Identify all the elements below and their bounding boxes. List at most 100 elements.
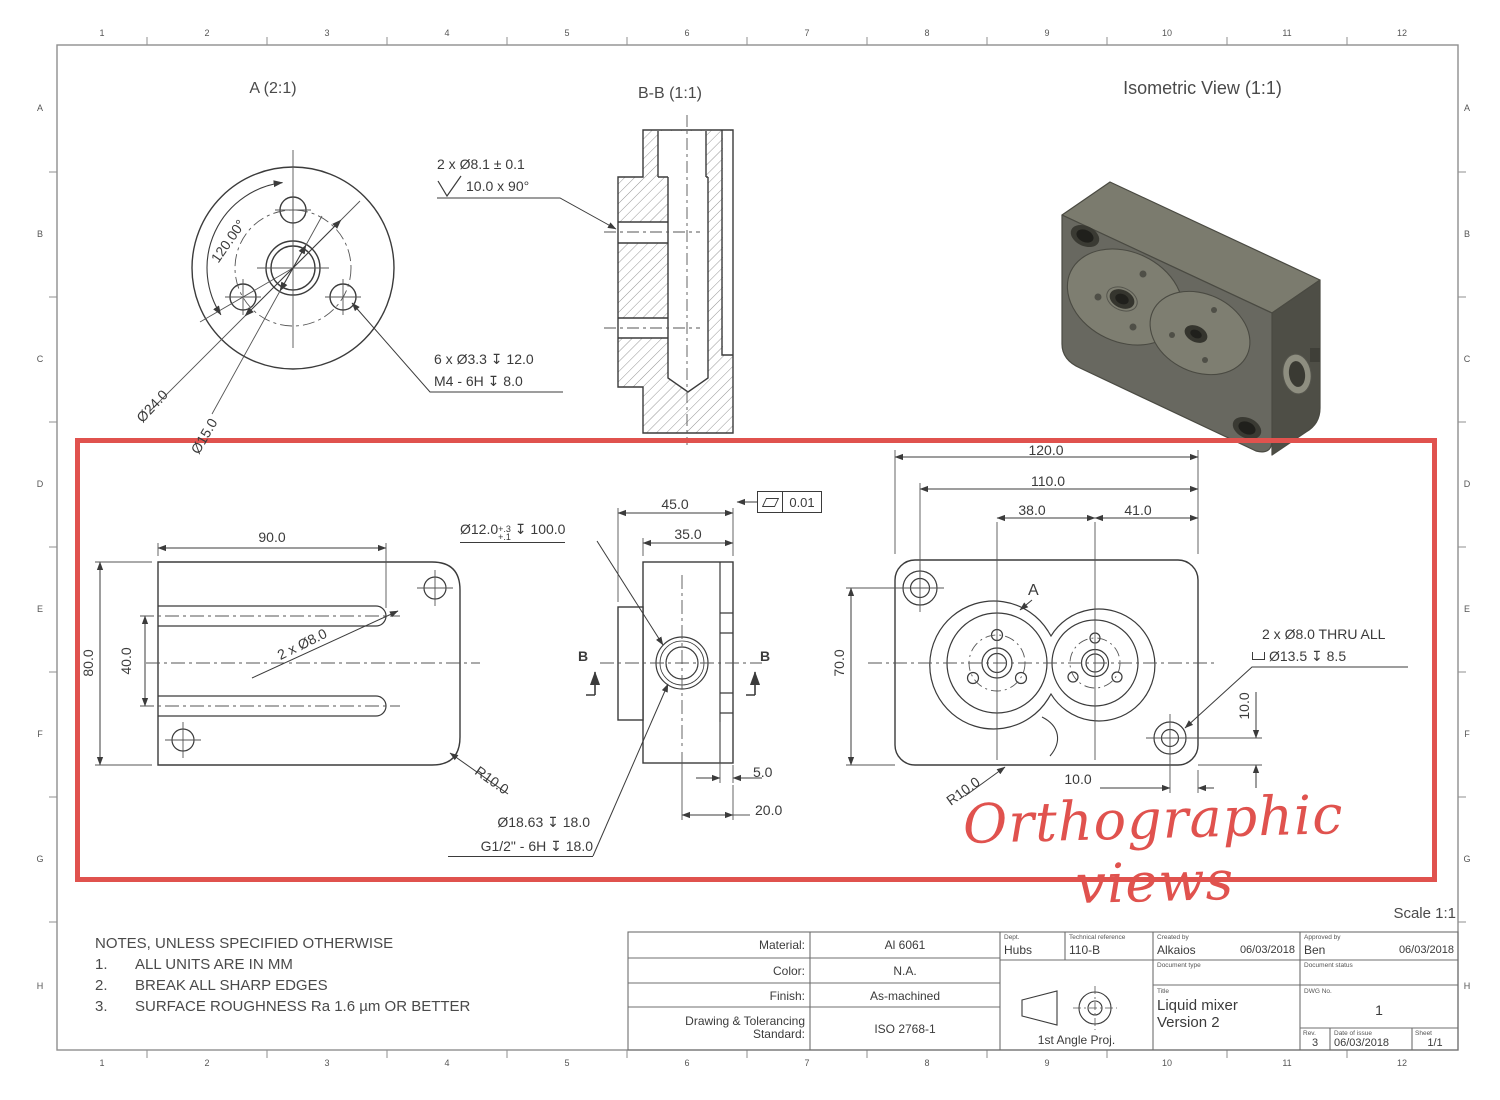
techref-label: Technical reference [1069,934,1126,941]
callout-tap-line1: 6 x Ø3.3 ↧ 12.0 [434,351,534,367]
grid-row-right: H [1463,981,1471,991]
standard-value: ISO 2768-1 [874,1022,936,1036]
grid-row-left: D [36,479,44,489]
grid-col-top: 8 [924,28,930,38]
dim-10-vert: 10.0 [1236,692,1252,720]
section-mark-b-right: B [760,648,771,664]
dim-80: 80.0 [80,649,96,677]
grid-col-bottom: 11 [1282,1058,1292,1068]
grid-col-top: 9 [1044,28,1050,38]
callout-port-line1: Ø18.63 ↧ 18.0 [497,814,590,830]
created-date: 06/03/2018 [1239,944,1295,956]
grid-col-top: 4 [444,28,450,38]
dept-value: Hubs [1004,943,1033,957]
dim-38: 38.0 [1018,502,1046,518]
detail-mark-a: A [1028,582,1039,599]
grid-row-left: A [36,103,44,113]
flatness-icon [757,491,782,513]
issue-date-label: Date of issue [1334,1030,1372,1037]
rev-value: 3 [1311,1037,1319,1049]
callout-port-line2: G1/2" - 6H ↧ 18.0 [448,838,593,857]
projection-label: 1st Angle Proj. [1037,1033,1116,1047]
grid-row-right: E [1463,604,1471,614]
section-bb-title: B-B (1:1) [637,85,702,102]
drawing-title-line1: Liquid mixer [1157,997,1238,1014]
grid-col-top: 2 [204,28,210,38]
created-by-label: Created by [1157,934,1189,941]
grid-row-right: G [1463,854,1471,864]
dim-10-horiz: 10.0 [1064,771,1092,787]
flatness-frame: 0.01 [757,491,822,513]
issue-date-value: 06/03/2018 [1334,1037,1390,1049]
scale-label: Scale 1:1 [1393,905,1456,922]
first-angle-projection-icon [1021,986,1117,1030]
drawing-title-line2: Version 2 [1157,1014,1220,1031]
grid-row-right: C [1463,354,1471,364]
dim-20: 20.0 [755,802,783,818]
approved-by-value: Ben [1304,943,1326,957]
ortho-side-geometry [586,498,762,857]
grid-row-left: B [36,229,44,239]
title-label: Title [1157,988,1170,995]
grid-col-bottom: 8 [924,1058,930,1068]
callout-cbore: Ø13.5 ↧ 8.5 [1252,648,1346,665]
dim-35: 35.0 [674,526,702,542]
techref-value: 110-B [1069,943,1101,957]
grid-row-right: D [1463,479,1471,489]
callout-csk-line2: 10.0 x 90° [466,178,530,194]
dim-90: 90.0 [258,529,286,545]
grid-row-right: B [1463,229,1471,239]
color-label: Color: [772,964,805,978]
grid-col-bottom: 5 [564,1058,570,1068]
grid-row-left: H [36,981,44,991]
created-by-value: Alkaios [1157,943,1196,957]
grid-col-bottom: 6 [684,1058,690,1068]
isometric-title: Isometric View (1:1) [1123,78,1282,98]
grid-col-bottom: 10 [1161,1058,1173,1068]
sheet-label: Sheet [1415,1030,1432,1037]
ortho-front-geometry [95,543,509,795]
dim-40: 40.0 [118,647,134,675]
orthographic-annotation: Orthographic views [962,783,1345,917]
dim-120: 120.0 [1028,442,1064,458]
bore-depth: ↧ 100.0 [514,521,566,537]
docstatus-label: Document status [1304,962,1353,969]
grid-row-left: E [36,604,44,614]
dept-label: Dept. [1004,934,1020,941]
material-value: Al 6061 [884,938,926,952]
grid-col-bottom: 7 [804,1058,810,1068]
callout-bore: Ø12.0+.3+.1 ↧ 100.0 [460,521,566,543]
ortho-top-geometry [846,450,1408,797]
grid-col-top: 10 [1161,28,1173,38]
finish-value: As-machined [869,989,941,1003]
sheet-value: 1/1 [1427,1037,1443,1049]
title-block-grid [627,931,1459,1051]
grid-col-top: 1 [99,28,105,38]
callout-tap-line2: M4 - 6H ↧ 8.0 [434,373,523,389]
grid-row-left: C [36,354,44,364]
grid-col-bottom: 9 [1044,1058,1050,1068]
grid-row-right: F [1464,729,1470,739]
isometric-geometry [1061,181,1321,456]
grid-col-top: 12 [1396,28,1408,38]
material-label: Material: [758,938,805,952]
dim-110: 110.0 [1031,473,1065,489]
doctype-label: Document type [1157,962,1201,969]
orthographic-highlight-box [75,438,1437,882]
grid-col-bottom: 4 [444,1058,450,1068]
notes-block: NOTES, UNLESS SPECIFIED OTHERWISE 1.ALL … [95,933,470,1017]
grid-col-bottom: 3 [324,1058,330,1068]
grid-col-bottom: 2 [204,1058,210,1068]
dwg-no-value: 1 [1375,1002,1383,1018]
grid-col-top: 3 [324,28,330,38]
bore-dia: Ø12.0 [460,521,499,537]
detail-a-title: A (2:1) [249,80,297,97]
bore-tolerance: +.3+.1 [498,524,511,542]
dwg-no-label: DWG No. [1304,988,1332,995]
approved-by-label: Approved by [1304,934,1341,941]
grid-row-left: F [37,729,43,739]
grid-col-top: 7 [804,28,810,38]
